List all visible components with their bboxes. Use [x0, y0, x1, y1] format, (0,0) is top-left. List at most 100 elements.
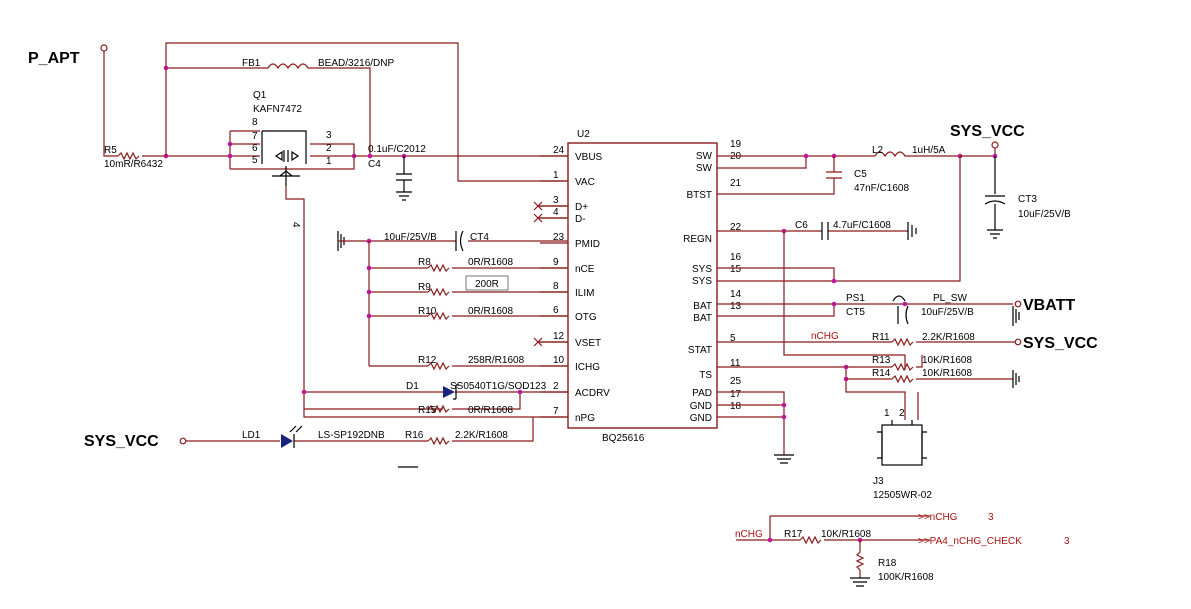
ic-pin-name: D+ — [575, 202, 588, 213]
j3-tabs — [877, 420, 927, 459]
wire — [103, 51, 118, 157]
j3-ref: J3 — [873, 476, 884, 487]
net-sys-vcc-left: SYS_VCC — [84, 433, 159, 450]
bat-net: PS1 CT5 PL_SW 10uF/25V/B VBATT — [717, 293, 1075, 326]
ic-pin-name: BAT — [693, 301, 712, 312]
junction — [301, 389, 307, 395]
ferrite-bead-fb1 — [258, 63, 371, 156]
ic-pin-name: STAT — [688, 345, 712, 356]
resistor-r15 — [427, 404, 450, 414]
vbus-net: 0.1uF/C2012 C4 — [354, 144, 568, 201]
net-sys-vcc-top: SYS_VCC — [950, 123, 1025, 140]
q1-pin: 4 — [290, 222, 301, 228]
ic-ref: U2 — [577, 129, 590, 140]
junction — [366, 313, 372, 319]
ic-pin-name: GND — [690, 413, 712, 424]
port-symbol — [1014, 338, 1022, 346]
fb1-val: BEAD/3216/DNP — [318, 58, 394, 69]
resistor-r18 — [855, 540, 865, 578]
r9-val: 200R — [475, 279, 499, 290]
ic-pin-number: 25 — [730, 376, 742, 387]
ct4-val: 10uF/25V/B — [384, 232, 437, 243]
q1-pin: 7 — [252, 131, 258, 142]
diode-d1 — [443, 386, 455, 398]
ground-symbol — [850, 577, 870, 587]
l2-ref: L2 — [872, 145, 884, 156]
ground-symbol — [1012, 306, 1020, 326]
q1-val: KAFN7472 — [253, 104, 302, 115]
ic-left-pins: 24VBUS1VAC3D+4D-23PMID9nCE8ILIM6OTG12VSE… — [540, 145, 610, 424]
ld1-ref: LD1 — [242, 430, 261, 441]
npg-led-net: SYS_VCC LD1 LS-SP192DNB R16 2.2K/R1608 — [84, 417, 534, 450]
resistor-r9 — [427, 287, 450, 297]
ic-pin-name: SYS — [692, 264, 712, 275]
ic-pin-name: VAC — [575, 177, 595, 188]
ic-pin-name: ILIM — [575, 288, 594, 299]
j3-body — [881, 424, 923, 466]
regn-net: C6 4.7uF/C1608 — [717, 220, 917, 370]
ic-pin-name: ACDRV — [575, 388, 610, 399]
diode-d1-bar — [453, 384, 459, 400]
c4-ref: C4 — [368, 159, 381, 170]
resistor-r12 — [427, 361, 450, 371]
resistor-r5 — [117, 151, 140, 161]
ic-pin-name: OTG — [575, 312, 597, 323]
stat-net: nCHG R11 2.2K/R1608 SYS_VCC — [717, 331, 1098, 352]
j3-pin2: 2 — [899, 408, 905, 419]
wire-j3 — [904, 392, 919, 420]
ic-pin-name: GND — [690, 401, 712, 412]
r10-val: 0R/R1608 — [468, 306, 513, 317]
junction — [227, 141, 233, 147]
no-connect-mark — [533, 201, 543, 223]
c5-ref: C5 — [854, 169, 867, 180]
usb-dp-dm — [533, 201, 568, 223]
wire — [538, 205, 568, 219]
acdrv-net: D1 SS0540T1G/SOD123 R15 0R/R1608 — [301, 381, 568, 416]
wire — [186, 417, 534, 442]
wire-sys — [717, 156, 961, 282]
net-pa4: >>PA4_nCHG_CHECK — [918, 536, 1022, 547]
ic-pin-number: 21 — [730, 178, 742, 189]
net-vbatt: VBATT — [1023, 297, 1075, 314]
gnd-net — [398, 391, 794, 468]
ic-pin-name: PMID — [575, 239, 600, 250]
q1-pin: 1 — [326, 156, 332, 167]
ct5-ref: CT5 — [846, 307, 865, 318]
r13-ref: R13 — [872, 355, 891, 366]
ic-pin-number: 22 — [730, 222, 742, 233]
nchg-out-net: nCHG R17 10K/R1608 >>nCHG 3 >>PA4_nCHG_C… — [735, 512, 1070, 587]
led-ld1 — [281, 434, 293, 448]
r18-val: 100K/R1608 — [878, 572, 934, 583]
resistor-r8 — [427, 263, 450, 273]
ic-pin-number: 8 — [553, 281, 559, 292]
c4-capacitor — [396, 156, 412, 201]
ic-pin-number: 14 — [730, 289, 742, 300]
ic-pin-name: REGN — [683, 234, 712, 245]
ic-pin-name: TS — [699, 370, 712, 381]
r11-val: 2.2K/R1608 — [922, 332, 975, 343]
q1-leads — [229, 130, 355, 170]
ct4-ref: CT4 — [470, 232, 489, 243]
junction — [831, 278, 837, 284]
ic-pin-name: nCE — [575, 264, 595, 275]
junction — [517, 389, 523, 395]
wire-vac — [165, 42, 568, 182]
c5-val: 47nF/C1608 — [854, 183, 909, 194]
ct3-capacitor — [984, 156, 1006, 239]
ct3-ref: CT3 — [1018, 194, 1037, 205]
wire-sw — [717, 155, 875, 169]
ic-pin-name: VBUS — [575, 152, 603, 163]
net-nchg-out: >>nCHG — [918, 512, 958, 523]
c5-capacitor — [717, 156, 842, 195]
r5-ref: R5 — [104, 145, 117, 156]
d1-ref: D1 — [406, 381, 419, 392]
ps1-ref: PS1 — [846, 293, 865, 304]
ground-symbol — [1012, 370, 1020, 388]
q1-gate — [272, 150, 300, 186]
resistor-r14 — [891, 374, 914, 384]
j3-pin1: 1 — [884, 408, 890, 419]
q1-ref: Q1 — [253, 90, 267, 101]
ic-pin-number: 17 — [730, 389, 742, 400]
ic-pin-number: 9 — [553, 257, 559, 268]
